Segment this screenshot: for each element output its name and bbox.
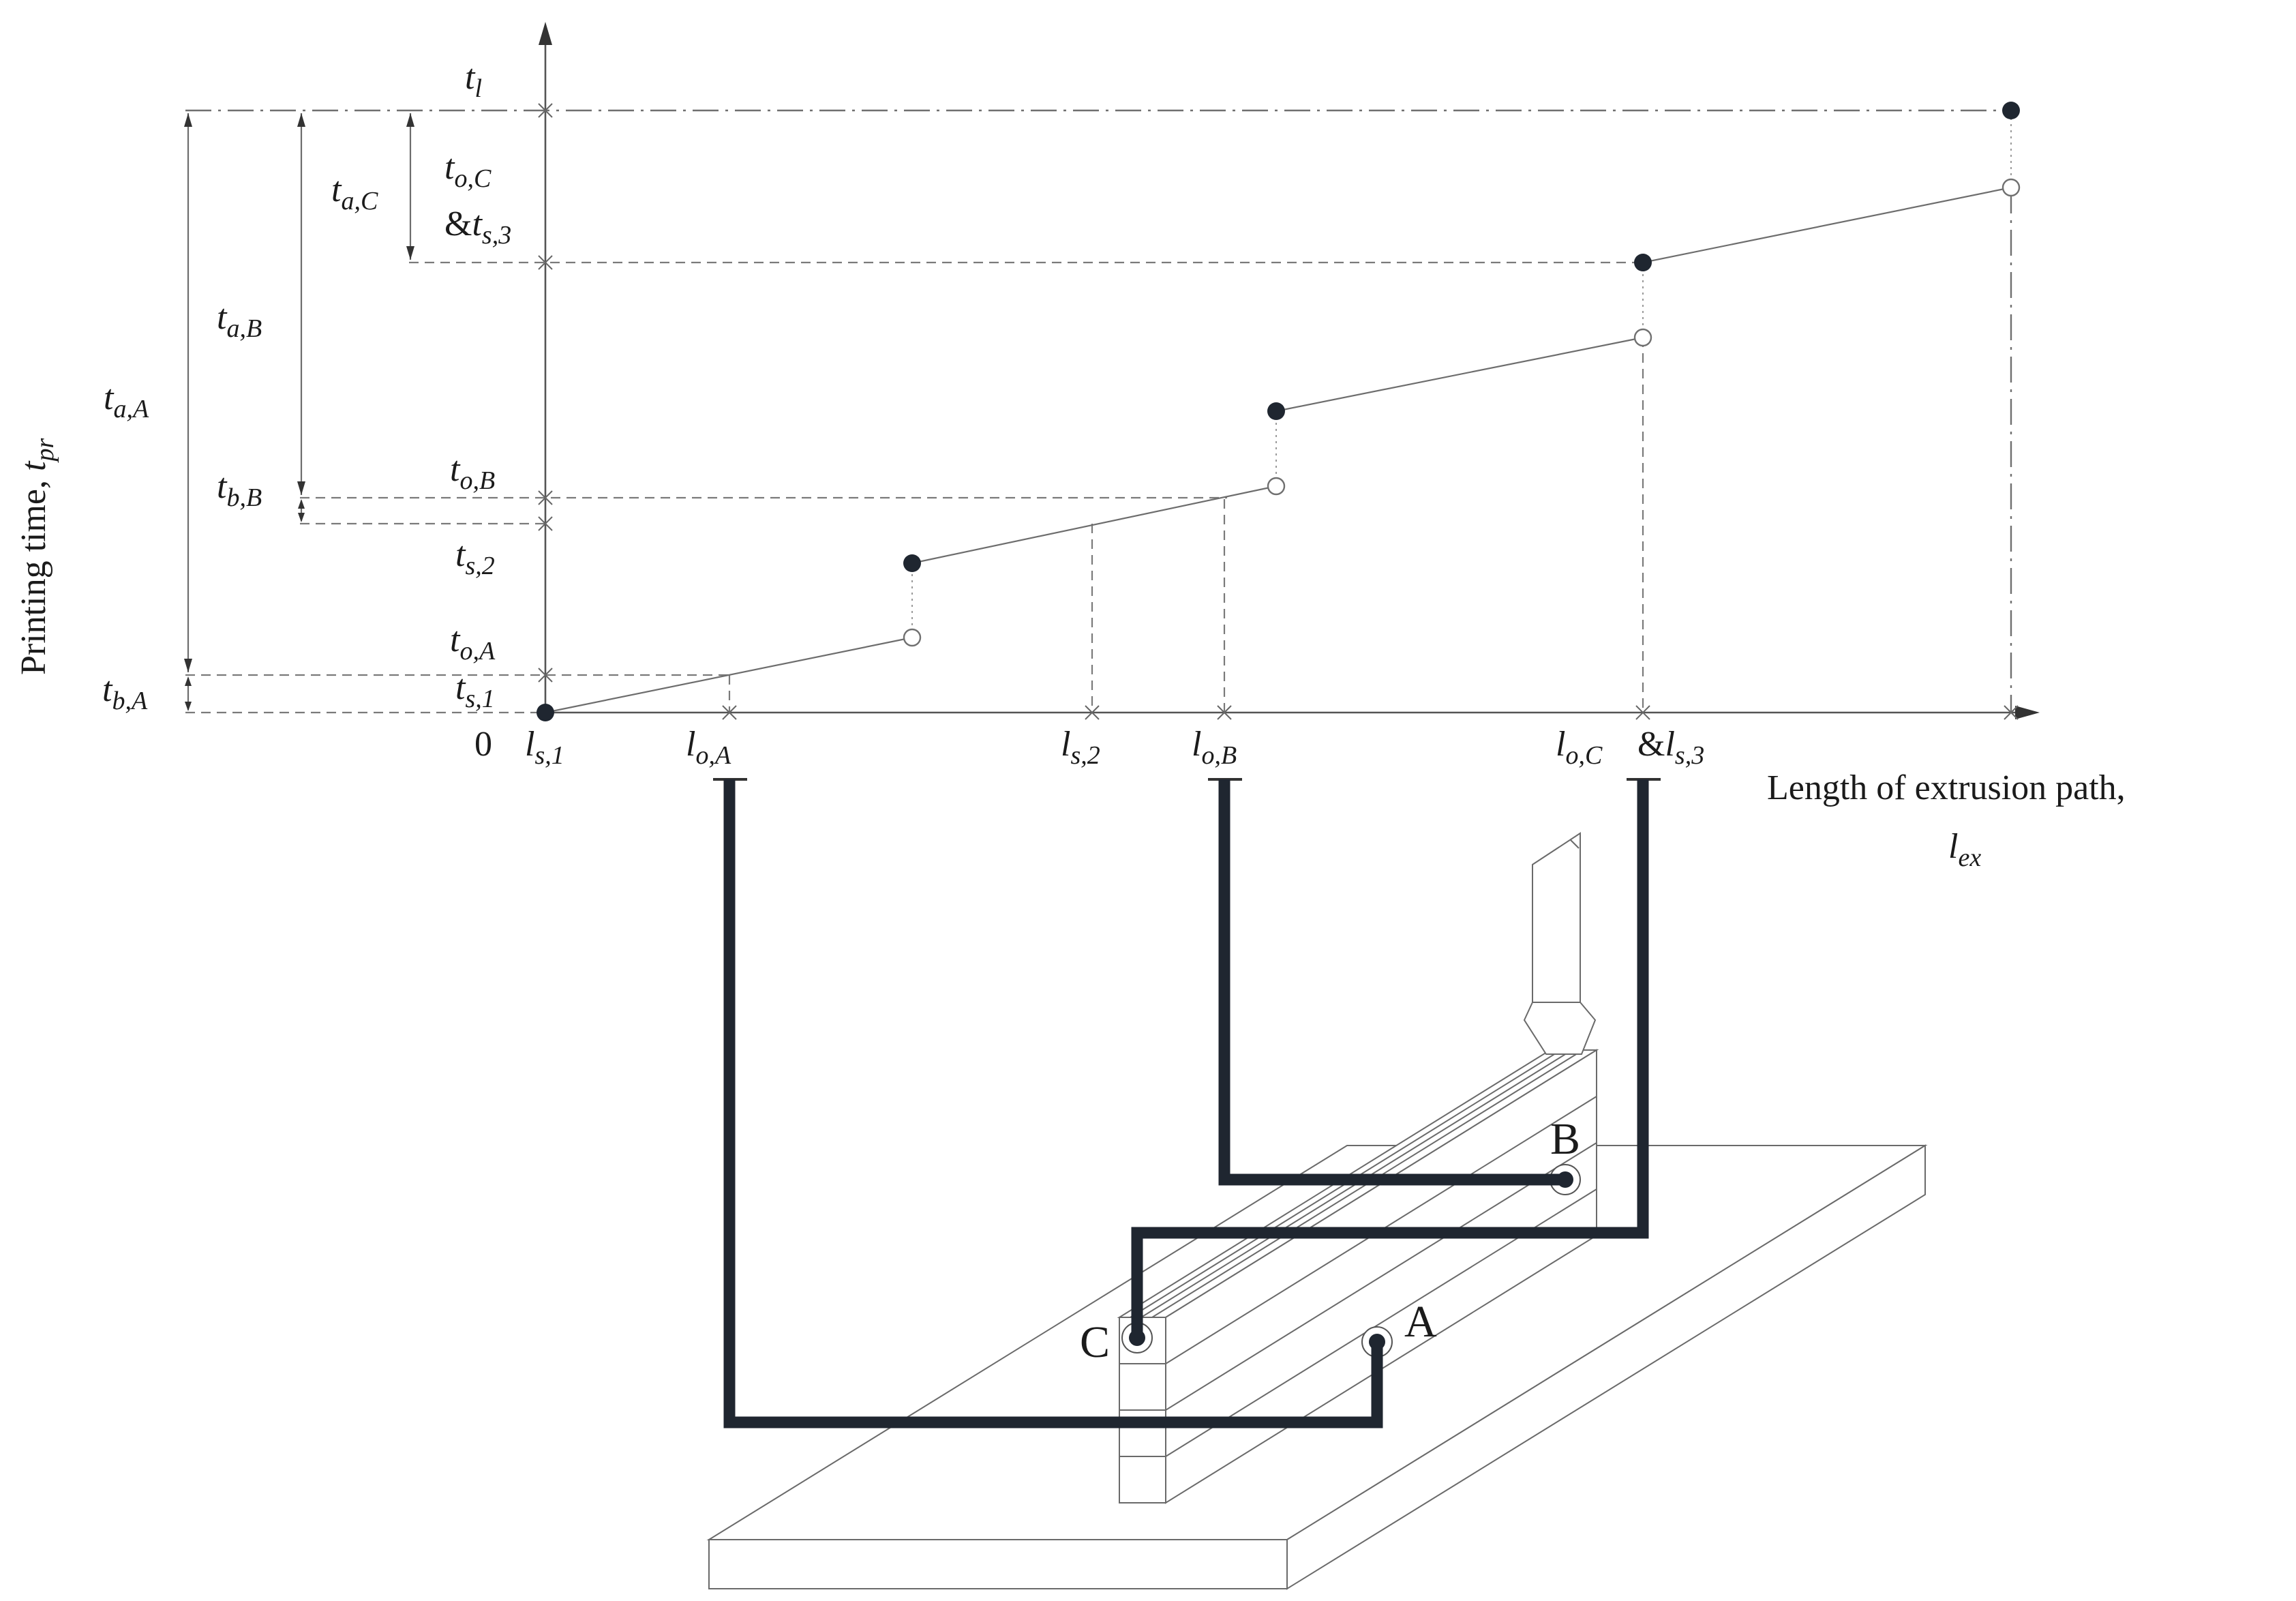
solid-point-4	[2002, 102, 2020, 119]
label-loA: lo,A	[686, 725, 731, 770]
label-ls1: ls,1	[525, 725, 564, 770]
label-loB: lo,B	[1192, 725, 1237, 770]
connector-loC-to-C	[1131, 779, 1649, 1338]
x-axis-arrowhead	[2015, 706, 2040, 719]
point-A-label: A	[1404, 1297, 1437, 1347]
label-taB: ta,B	[217, 298, 262, 343]
nozzle-tip	[1523, 1002, 1597, 1055]
label-ls2: ls,2	[1061, 725, 1100, 770]
x-axis-title-line1: Length of extrusion path,	[1767, 768, 2126, 807]
label-ts3: &ts,3	[444, 205, 511, 250]
open-point-4	[2002, 178, 2021, 197]
x-axis-title-line2: lex	[1948, 827, 1981, 872]
tick-toC	[538, 255, 553, 270]
nozzle-body	[1532, 832, 1581, 1003]
tick-toA	[538, 668, 553, 683]
connector-paths	[713, 778, 1661, 1428]
label-ts1: ts,1	[455, 668, 495, 713]
segment-1	[545, 636, 913, 714]
solid-point-1	[903, 554, 921, 572]
tick-ls2	[1085, 705, 1100, 720]
connector-loB-to-B	[1218, 779, 1565, 1186]
label-tbA: tb,A	[102, 670, 148, 715]
label-loC: lo,C	[1556, 725, 1603, 770]
tick-loB	[1217, 705, 1232, 720]
label-toB: to,B	[450, 450, 495, 495]
label-tl: tl	[465, 58, 482, 103]
curve-start-point	[537, 704, 554, 721]
label-taC: ta,C	[331, 170, 378, 215]
connector-loA-to-A	[723, 779, 1383, 1428]
label-toC: to,C	[444, 148, 492, 193]
solid-point-2	[1267, 402, 1285, 420]
point-B-label: B	[1550, 1114, 1580, 1164]
segment-2	[911, 485, 1277, 565]
tick-crosses	[538, 103, 2019, 720]
open-point-1	[903, 628, 922, 647]
label-taA: ta,A	[104, 378, 149, 423]
origin-label: 0	[474, 725, 492, 764]
tick-loA	[722, 705, 737, 720]
tick-loC	[1635, 705, 1650, 720]
interval-arrows	[184, 113, 414, 711]
label-ts2: ts,2	[455, 535, 495, 580]
tick-toB	[538, 490, 553, 505]
tick-ts2	[538, 516, 553, 531]
label-tbB: tb,B	[217, 467, 262, 512]
y-axis-arrowhead	[539, 22, 552, 45]
segment-3	[1275, 336, 1644, 413]
printing-time-curve	[537, 102, 2021, 721]
printed-part-illustration: A B C	[706, 832, 1928, 1590]
tick-tl	[538, 103, 553, 118]
solid-point-3	[1634, 254, 1652, 271]
reference-lines	[185, 109, 2012, 714]
label-toA: to,A	[450, 620, 496, 665]
labels: Printing time, tpr tl to,C &ts,3 to,B ts…	[14, 58, 2126, 872]
extrusion-nozzle	[1523, 832, 1597, 1055]
open-point-3	[1633, 328, 1652, 347]
segment-4	[1642, 186, 2012, 264]
label-ls3: &ls,3	[1637, 725, 1704, 770]
base-plate-side	[1286, 1144, 1926, 1590]
base-plate-front	[708, 1539, 1288, 1589]
axes	[539, 22, 2040, 719]
y-axis-title: Printing time, tpr	[14, 438, 59, 675]
tick-end	[2004, 705, 2019, 720]
open-point-2	[1267, 477, 1286, 496]
point-C-label: C	[1080, 1317, 1110, 1367]
